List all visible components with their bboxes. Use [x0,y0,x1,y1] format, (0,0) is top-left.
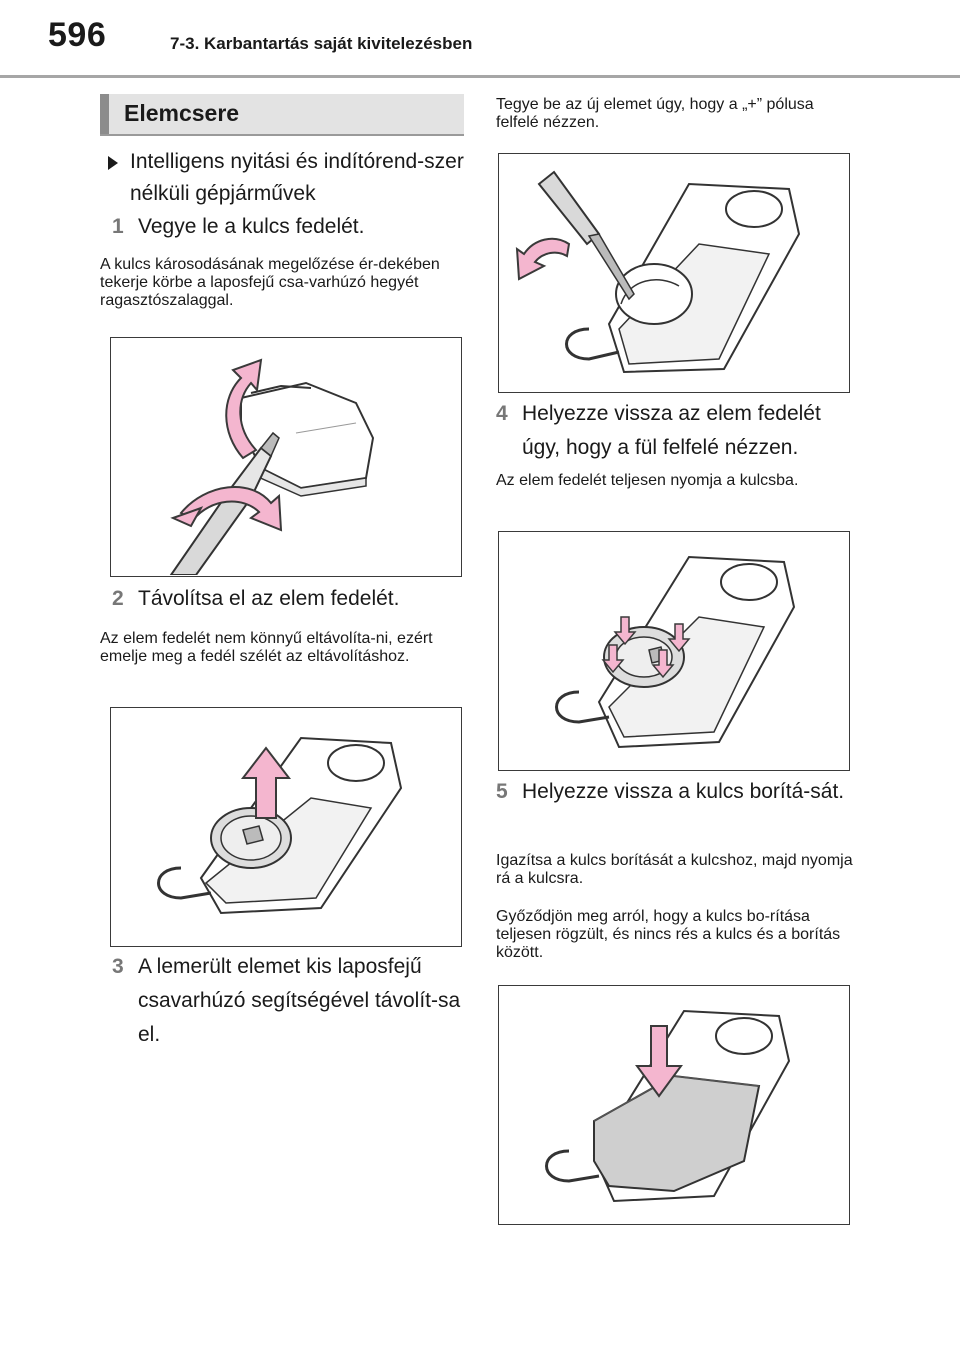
note-tape: A kulcs károsodásának megelőzése ér-deké… [100,256,440,309]
step-text: Helyezze vissza az elem fedelét úgy, hog… [522,402,821,459]
lift-cover-icon [157,736,403,915]
step-number: 4 [496,402,508,425]
step-4: 4 Helyezze vissza az elem fedelét úgy, h… [496,397,856,465]
triangle-bullet-icon [108,156,118,170]
step-3: 3 A lemerült elemet kis laposfejű csavar… [112,950,468,1052]
section-heading: Elemcsere [100,94,464,136]
figure-lift-cover [110,707,462,947]
remove-battery-icon [515,170,801,374]
step-number: 5 [496,780,508,803]
page-number: 596 [48,16,107,54]
step-2: 2 Távolítsa el az elem fedelét. [112,582,468,616]
section-heading-bar [100,94,109,134]
note-press-cover: Az elem fedelét teljesen nyomja a kulcsb… [496,472,799,489]
note-align-cover: Igazítsa a kulcs borítását a kulcshoz, m… [496,852,853,887]
note-polarity: Tegye be az új elemet úgy, hogy a „+” pó… [496,96,814,131]
step-number: 2 [112,587,124,610]
note-check-cover: Győződjön meg arról, hogy a kulcs bo-rít… [496,908,841,961]
step-text: Vegye le a kulcs fedelét. [138,215,365,238]
chapter-title: 7-3. Karbantartás saját kivitelezésben [170,34,473,53]
section-heading-title: Elemcsere [124,100,240,126]
bullet-item: Intelligens nyitási és indítórend-szer n… [108,146,468,210]
step-1: 1 Vegye le a kulcs fedelét. [112,210,468,244]
header-divider [0,75,960,78]
figure-remove-battery [498,153,850,393]
note-cover-removal: Az elem fedelét nem könnyű eltávolíta-ni… [100,630,433,665]
step-number: 3 [112,955,124,978]
step-text: A lemerült elemet kis laposfejű csavarhú… [138,955,461,1046]
step-5: 5 Helyezze vissza a kulcs borítá-sát. [496,775,856,809]
screwdriver-twist-icon [169,358,375,575]
attach-cover-icon [545,1009,791,1203]
figure-attach-cover [498,985,850,1225]
figure-insert-battery [498,531,850,771]
step-text: Helyezze vissza a kulcs borítá-sát. [522,780,845,803]
bullet-text: Intelligens nyitási és indítórend-szer n… [130,150,464,205]
figure-screwdriver-twist [110,337,462,577]
insert-battery-icon [555,555,796,749]
step-text: Távolítsa el az elem fedelét. [138,587,400,610]
step-number: 1 [112,215,124,238]
